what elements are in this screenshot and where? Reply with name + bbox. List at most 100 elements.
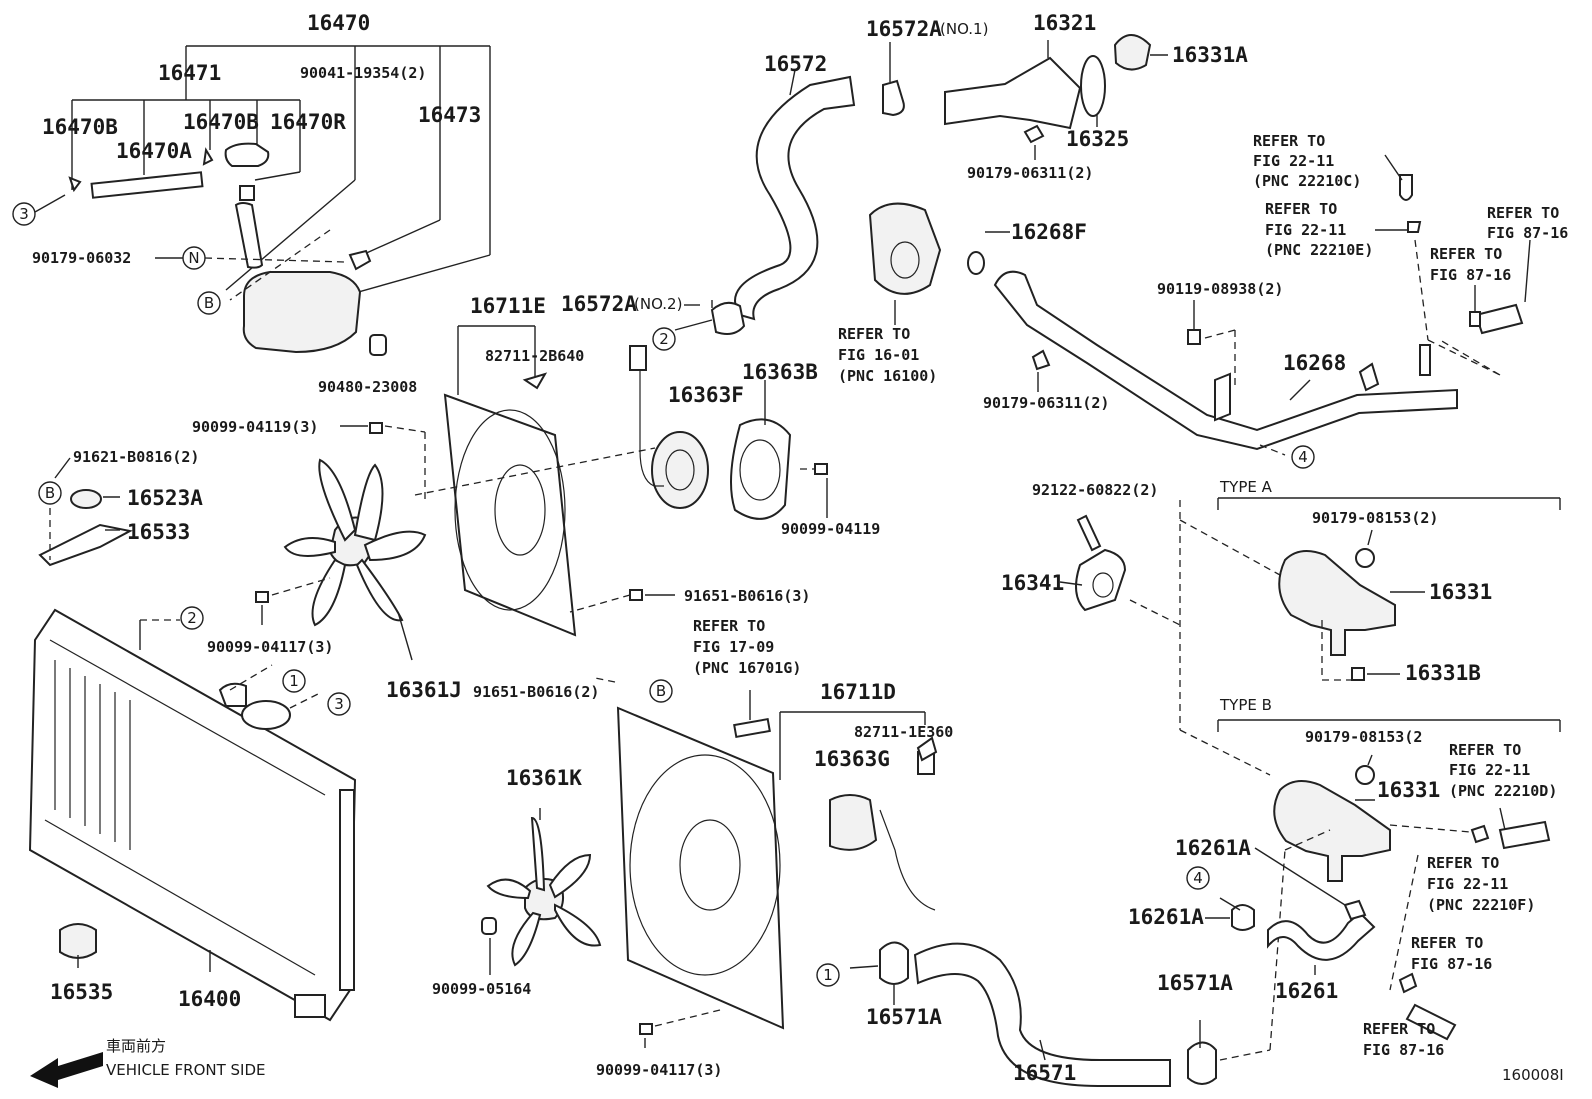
label-16363G: 16363G [814,747,890,771]
callout-2-a-text: 2 [187,609,197,627]
nut-90480 [369,334,387,356]
label-16268F: 16268F [1011,220,1087,244]
callout-B-a-text: B [204,294,214,312]
label-90099-05164: 90099-05164 [432,980,531,998]
radiator-16400 [28,608,357,1022]
bolt-90099-04119-a [369,422,383,434]
callout-2-b-text: 2 [659,330,669,348]
ref-87-16-d-line1: REFER TO [1363,1020,1435,1038]
label-82711-1E360: 82711-1E360 [854,723,953,741]
label-figure-id: 160008I [1502,1066,1564,1084]
callout-4-b-text: 4 [1193,869,1203,887]
label-16331-type-b: 16331 [1377,778,1440,802]
label-90480-23008: 90480-23008 [318,378,417,396]
upper-hose-group [674,42,905,335]
vehicle-front-arrow [30,1052,103,1088]
ref-17-09-label-plate [733,717,771,739]
label-front-jp: 車両前方 [106,1037,166,1055]
ref-22210E-line3: (PNC 22210E) [1265,241,1373,259]
label-16711E: 16711E [470,294,546,318]
hose-end-22210C [1399,174,1413,201]
bolt-90119-08938 [1187,329,1201,345]
lower-hose-group [849,829,1331,1087]
bolt-90179-06311-a [1023,124,1045,144]
label-16471: 16471 [158,61,221,85]
bracket-16533 [38,523,133,567]
radiator-fins [54,660,131,850]
label-16572A-no2-note: (NO.2) [634,295,682,313]
ref-16-01-line3: (PNC 16100) [838,367,937,385]
callout-3-a [12,202,36,226]
fan-motor-group-16363F [629,304,828,520]
label-16523A: 16523A [127,486,203,510]
sensor-16331B [1351,667,1365,681]
clip-22210E [1407,221,1422,233]
callout-B-b-text: B [45,484,55,502]
label-front-en: VEHICLE FRONT SIDE [106,1061,266,1079]
label-16533: 16533 [127,520,190,544]
callout-N-text: N [188,249,199,267]
ref-22210F-line2: FIG 22-11 [1427,875,1508,893]
label-92122-60822: 92122-60822(2) [1032,481,1158,499]
lower-hose-16571 [913,942,1171,1087]
pipe-stub [1419,344,1431,376]
upper-hose-16572 [734,75,856,321]
shroud-frame-upper [443,393,577,637]
clamp-16571A-left [879,941,909,985]
nut-90179-08153-b [1355,765,1375,785]
clip-87-16-d [1398,972,1418,994]
ref-22210F-line3: (PNC 22210F) [1427,896,1535,914]
motor-connector [629,345,647,371]
label-90179-06032: 90179-06032 [32,249,131,267]
callout-B-b [38,481,62,505]
connector-82711-2B640 [522,372,548,390]
ref-22210C-line2: FIG 22-11 [1253,152,1334,170]
clamp-16571A-right [1187,1041,1217,1085]
type-b-group [1217,719,1561,1041]
mount-cushion-16535 [59,923,97,959]
label-16572A-no1: 16572A [866,17,942,41]
ref-22210D-line2: FIG 22-11 [1449,761,1530,779]
label-90179-08153-b: 90179-08153(2 [1305,728,1422,746]
label-16261: 16261 [1275,979,1338,1003]
gasket-16341 [1075,548,1127,612]
ref-87-16-d-line2: FIG 87-16 [1363,1041,1444,1059]
callouts: 1 1 2 2 3 3 4 4 N B B B [12,202,1315,987]
callout-1-a [282,669,306,693]
clamp-16572A-no2 [710,301,746,335]
ref-17-09-line3: (PNC 16701G) [693,659,801,677]
label-90099-04119-3: 90099-04119(3) [192,418,318,436]
type-a-group [1217,497,1561,681]
label-16572A-no2: 16572A [561,292,637,316]
label-16470B-left: 16470B [42,115,118,139]
label-16261A-b: 16261A [1128,905,1204,929]
callout-N [182,246,206,270]
water-outlet-group [944,34,1168,160]
water-inlet-16331-type-b [1273,780,1391,882]
hose-end-87-16-c [1405,1003,1457,1041]
fan-shroud-16711D [481,690,938,1048]
water-inlet-ref-16-01 [868,202,942,295]
connector-82711-1E360 [916,736,938,762]
clip-16470B-right [202,147,214,166]
callout-4-b [1186,866,1210,890]
label-16572A-no1-note: (NO.1) [940,20,988,38]
fan-blades-16361J [283,458,427,627]
label-16470A: 16470A [116,139,192,163]
ref-22210C-line3: (PNC 22210C) [1253,172,1361,190]
ref-87-16-c-line2: FIG 87-16 [1411,955,1492,973]
label-82711-2B640: 82711-2B640 [485,347,584,365]
cap-16470R [224,142,270,167]
bolt-90179-06311-b [1031,349,1051,371]
label-16470: 16470 [307,11,370,35]
radiator-cap [241,700,291,730]
bracket-16473 [348,249,372,271]
label-16331-type-a: 16331 [1429,580,1492,604]
nut-90099-05164 [481,917,497,935]
ref-22210D-line1: REFER TO [1449,741,1521,759]
hose-end-87-16-a [1474,303,1524,335]
clamp-16261A-b [1231,904,1255,931]
bracket-16363B [730,418,792,520]
hose-16261-group [1205,847,1376,975]
label-type-a: TYPE A [1219,478,1273,496]
